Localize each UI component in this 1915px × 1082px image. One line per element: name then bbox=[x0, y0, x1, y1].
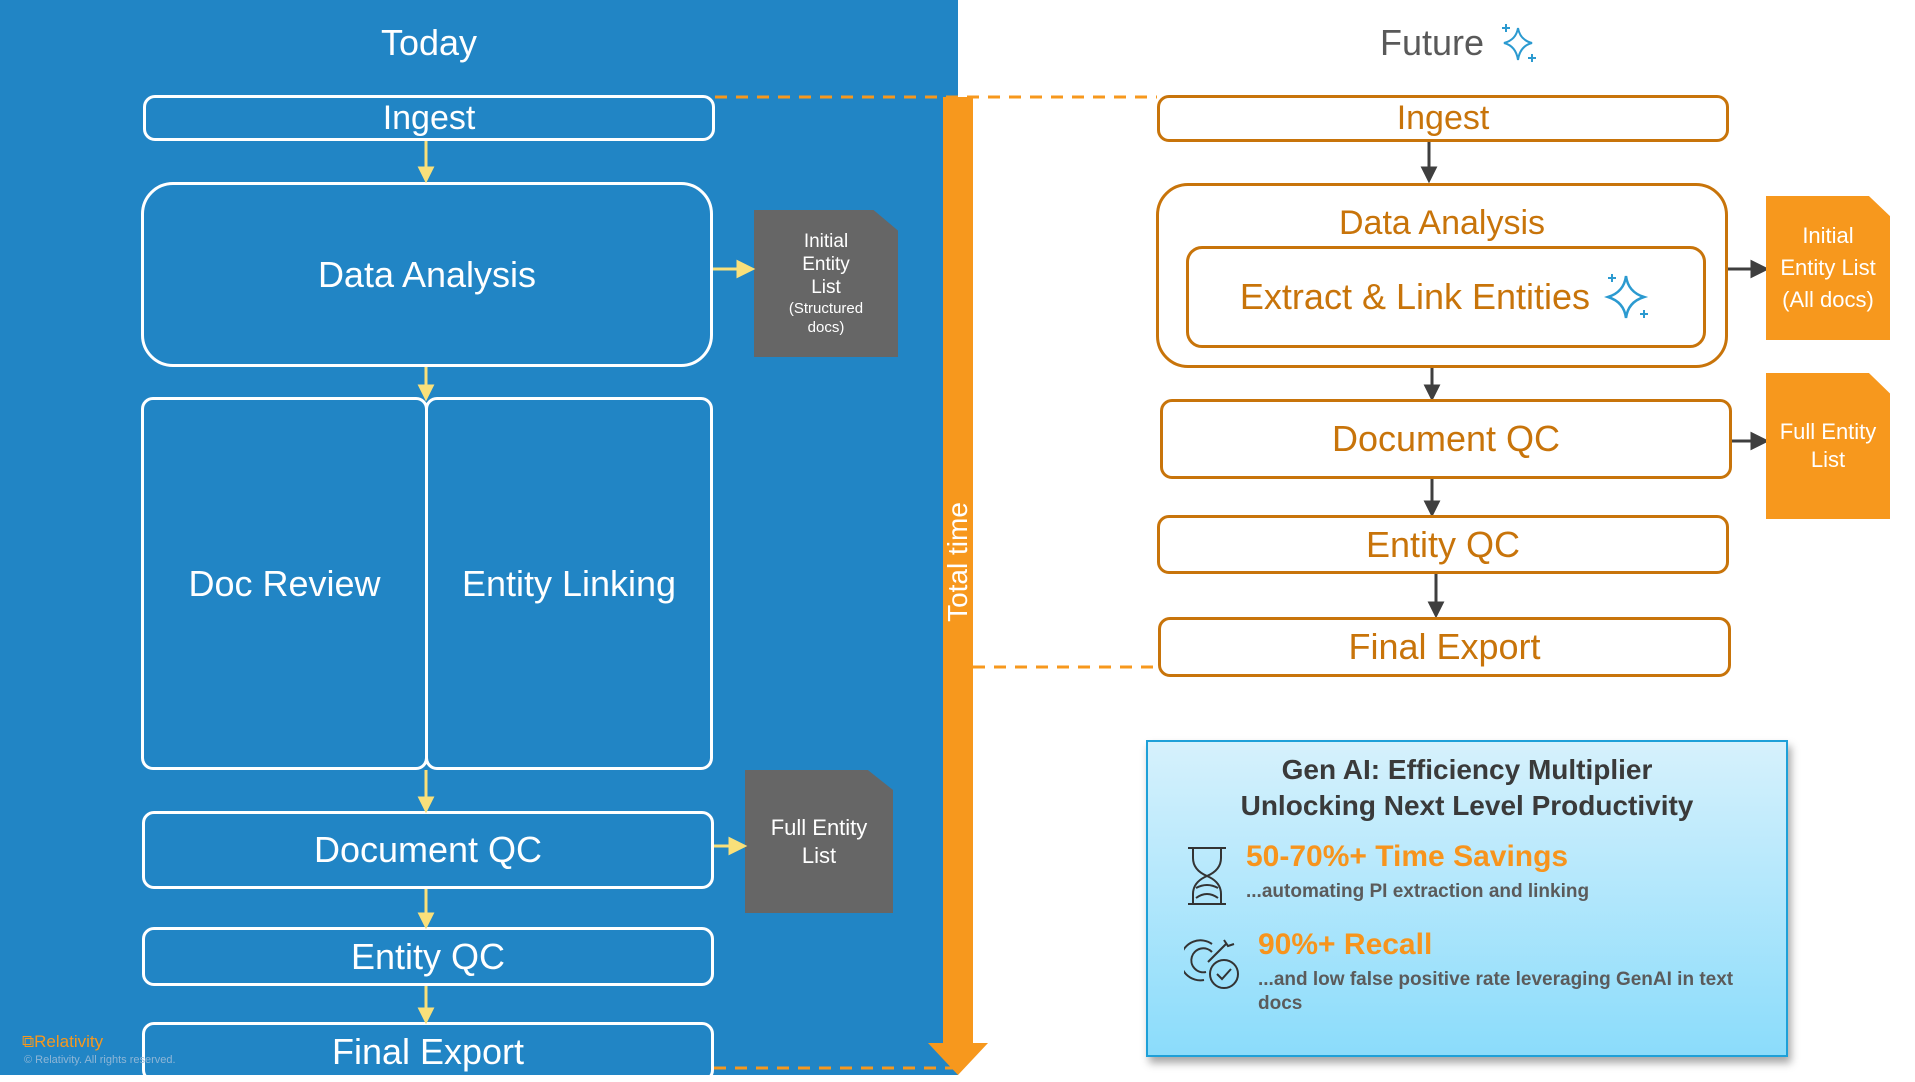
arrow-head bbox=[1427, 601, 1445, 619]
doc-line: (Structured bbox=[788, 300, 864, 317]
step-label: Doc Review bbox=[188, 562, 381, 604]
hourglass-icon bbox=[1188, 847, 1226, 905]
step-label: Entity QC bbox=[350, 935, 506, 977]
step-label: Extract & Link Entities bbox=[1239, 276, 1591, 317]
today-full-entity-list-doc: Full Entity List bbox=[745, 770, 893, 913]
step-label: Final Export bbox=[331, 1031, 525, 1072]
doc-line: (All docs) bbox=[1782, 287, 1874, 312]
arrow-head bbox=[1750, 431, 1770, 451]
future-initial-entity-list-doc: Initial Entity List (All docs) bbox=[1766, 196, 1890, 340]
doc-line: docs) bbox=[807, 319, 845, 336]
copyright-text: © Relativity. All rights reserved. bbox=[24, 1054, 176, 1066]
step-label: Data Analysis bbox=[1339, 204, 1545, 242]
arrow-head bbox=[1423, 384, 1441, 402]
brand-name: Relativity bbox=[34, 1032, 104, 1051]
target-check-icon bbox=[1184, 939, 1239, 989]
stat-recall-detail: ...and low false positive rate leveragin… bbox=[1258, 969, 1734, 1014]
future-ingest-step[interactable]: Ingest bbox=[1157, 95, 1729, 142]
stat-time-savings-detail: ...automating PI extraction and linking bbox=[1246, 881, 1590, 902]
today-doc-review-step[interactable]: Doc Review bbox=[141, 397, 428, 770]
arrow-head bbox=[1750, 259, 1770, 279]
today-ingest-step[interactable]: Ingest bbox=[143, 95, 715, 141]
today-initial-entity-list-doc: Initial Entity List (Structured docs) bbox=[754, 210, 898, 357]
today-entity-linking-step[interactable]: Entity Linking bbox=[425, 397, 713, 770]
today-data-analysis-step[interactable]: Data Analysis bbox=[141, 182, 713, 367]
step-label: Document QC bbox=[313, 829, 543, 870]
doc-line: List bbox=[801, 842, 837, 868]
future-extract-link-step[interactable]: Extract & Link Entities bbox=[1186, 246, 1706, 348]
stat-recall-headline: 90%+ Recall bbox=[1258, 928, 1433, 961]
today-entity-qc-step[interactable]: Entity QC bbox=[142, 927, 714, 986]
info-title-line1: Gen AI: Efficiency Multiplier bbox=[1281, 754, 1653, 785]
arrow-head bbox=[1423, 500, 1441, 518]
step-label: Final Export bbox=[1348, 626, 1541, 667]
doc-line: Full Entity bbox=[1779, 419, 1877, 444]
total-time-label: Total time bbox=[942, 502, 973, 622]
sparkle-icon bbox=[1502, 24, 1537, 62]
doc-line: Initial bbox=[1802, 223, 1854, 248]
future-title-wrap: Future bbox=[1300, 22, 1620, 64]
today-title: Today bbox=[380, 22, 478, 63]
doc-line: Initial bbox=[803, 231, 849, 252]
doc-line: List bbox=[1810, 447, 1846, 472]
stat-time-savings-headline: 50-70%+ Time Savings bbox=[1246, 840, 1569, 873]
step-label: Ingest bbox=[1396, 99, 1490, 137]
future-full-entity-list-doc: Full Entity List bbox=[1766, 373, 1890, 519]
info-title-line2: Unlocking Next Level Productivity bbox=[1240, 790, 1694, 821]
step-label: Document QC bbox=[1331, 418, 1561, 459]
arrow-head bbox=[1420, 166, 1438, 184]
doc-line: Entity List bbox=[1780, 255, 1876, 280]
step-label: Entity Linking bbox=[461, 562, 677, 604]
doc-line: Full Entity bbox=[770, 814, 868, 840]
future-final-export-step[interactable]: Final Export bbox=[1158, 617, 1731, 677]
sparkle-icon bbox=[1604, 274, 1649, 319]
future-entity-qc-step[interactable]: Entity QC bbox=[1157, 515, 1729, 574]
doc-line: List bbox=[811, 277, 841, 298]
today-document-qc-step[interactable]: Document QC bbox=[142, 811, 714, 889]
step-label: Entity QC bbox=[1365, 523, 1521, 565]
future-title: Future bbox=[1379, 22, 1485, 63]
step-label: Ingest bbox=[382, 98, 476, 137]
relativity-logo-icon: ⧉ bbox=[22, 1032, 35, 1051]
gen-ai-info-box: Gen AI: Efficiency Multiplier Unlocking … bbox=[1146, 740, 1788, 1057]
step-label: Data Analysis bbox=[317, 253, 537, 295]
doc-line: Entity bbox=[802, 254, 850, 275]
future-document-qc-step[interactable]: Document QC bbox=[1160, 399, 1732, 479]
relativity-logo: ⧉Relativity bbox=[22, 1032, 103, 1052]
today-final-export-step[interactable]: Final Export bbox=[142, 1022, 714, 1082]
